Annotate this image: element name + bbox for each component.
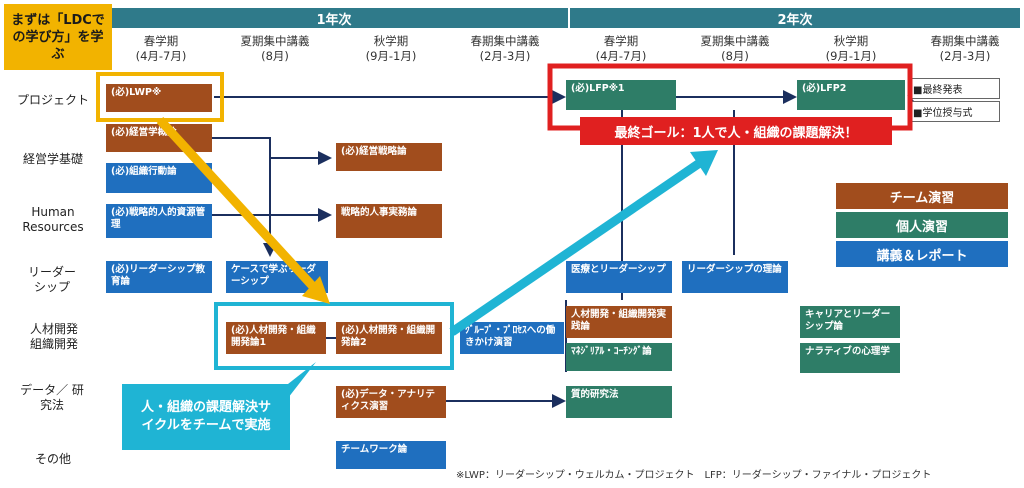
course-leadership-theory[interactable]: リーダーシップの理論 [682,261,788,293]
course-narrative-psychology[interactable]: ナラティブの心理学 [800,343,900,373]
term-header-7: 秋学期(9月-1月) [825,34,877,63]
course-hrd-od-2[interactable]: (必)人材開発・組織開発論2 [336,322,442,354]
term-header-2: 夏期集中講義(8月) [240,34,310,63]
course-strategic-hr-practice[interactable]: 戦略的人事実務論 [336,204,442,238]
term-header-5: 春学期(4月-7月) [595,34,647,63]
orange-arrow-head [302,276,330,304]
cycle-callout: 人・組織の課題解決サイクルをチームで実施 [122,384,290,450]
course-lfp1[interactable]: (必)LFP※1 [566,80,676,110]
goal-callout: 最終ゴール：1人で人・組織の課題解決！ [580,117,892,145]
tag-final-presentation: ■最終発表 [908,78,1000,99]
course-group-process[interactable]: ｸﾞﾙｰﾌﾟ・ﾌﾟﾛｾｽへの働きかけ演習 [460,322,564,354]
course-career-leadership[interactable]: キャリアとリーダーシップ論 [800,306,900,338]
row-label-other: その他 [34,452,71,466]
course-medical-leadership[interactable]: 医療とリーダーシップ [566,261,672,293]
ldc-callout-text: まずは「LDCでの学び方」を学ぶ [11,12,105,62]
term-header-1: 春学期(4月-7月) [135,34,187,63]
row-label-hrd-od: 人材開発 組織開発 [29,322,78,351]
course-data-analytics[interactable]: (必)データ・アナリティクス演習 [336,386,446,418]
term-header-8: 春期集中講義(2月-3月) [930,34,1000,63]
goal-callout-text: 最終ゴール：1人で人・組織の課題解決！ [614,125,858,141]
orange-arrow [156,116,322,296]
hrd-highlight-frame [214,302,454,370]
row-label-hr: Human Resources [22,205,84,234]
cycle-callout-pointer [288,362,316,398]
course-business-strategy[interactable]: (必)経営戦略論 [336,143,442,171]
course-org-behavior[interactable]: (必)組織行動論 [106,163,212,193]
legend-individual: 個人演習 [836,212,1008,238]
course-hrd-od-practice[interactable]: 人材開発・組織開発実践論 [566,306,672,338]
cycle-callout-text: 人・組織の課題解決サイクルをチームで実施 [140,400,271,433]
footnote: ※LWP：リーダーシップ・ウェルカム・プロジェクト LFP：リーダーシップ・ファ… [456,470,932,481]
year-bar-2: 2年次 [570,8,1020,28]
legend-lecture: 講義＆レポート [836,241,1008,267]
cyan-arrow-head [690,150,718,176]
lwp-highlight-frame [96,72,224,122]
legend-team: チーム演習 [836,183,1008,209]
row-label-management: 経営学基礎 [22,152,83,166]
course-leadership-education[interactable]: (必)リーダーシップ教育論 [106,261,212,293]
course-teamwork[interactable]: チームワーク論 [336,441,446,469]
ldc-callout: まずは「LDCでの学び方」を学ぶ [4,4,112,70]
course-lfp2[interactable]: (必)LFP2 [797,80,905,110]
course-management-intro[interactable]: (必)経営学概論 [106,124,212,152]
row-label-leadership: リーダー シップ [27,265,76,294]
cyan-arrow [449,156,707,336]
row-label-project: プロジェクト [16,93,89,107]
course-strategic-hrm[interactable]: (必)戦略的人的資源管理 [106,204,212,238]
term-header-4: 春期集中講義(2月-3月) [470,34,540,63]
course-qualitative-research[interactable]: 質的研究法 [566,386,672,418]
year-bar-1: 1年次 [100,8,568,28]
row-label-data: データ／ 研究法 [20,383,84,412]
term-header-3: 秋学期(9月-1月) [365,34,417,63]
course-managerial-coaching[interactable]: ﾏﾈｼﾞﾘｱﾙ・ｺｰﾁﾝｸﾞ論 [566,343,672,371]
course-hrd-od-1[interactable]: (必)人材開発・組織開発論1 [226,322,326,354]
term-header-6: 夏期集中講義(8月) [700,34,770,63]
course-lwp[interactable]: (必)LWP※ [106,84,212,112]
